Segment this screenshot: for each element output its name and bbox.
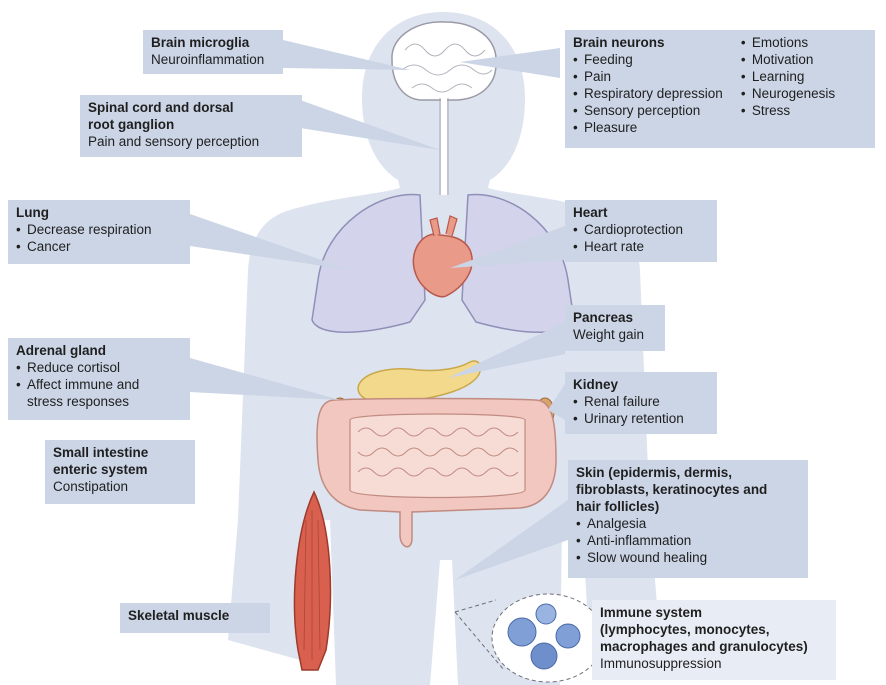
adrenal-gland-list: Reduce cortisol Affect immune and (16, 359, 182, 393)
skin-title-line1: Skin (epidermis, dermis, (576, 464, 800, 481)
list-item: Slow wound healing (576, 549, 800, 566)
heart-list: Cardioprotection Heart rate (573, 221, 709, 255)
heart-box: Heart Cardioprotection Heart rate (565, 200, 717, 262)
small-intestine-subtitle: Constipation (53, 478, 187, 495)
spinal-cord-box: Spinal cord and dorsal root ganglion Pai… (80, 95, 302, 157)
kidney-list: Renal failure Urinary retention (573, 393, 709, 427)
list-item: Feeding (573, 51, 723, 68)
brain-microglia-box: Brain microglia Neuroinflammation (143, 30, 283, 74)
immune-cell-2 (536, 604, 556, 624)
kidney-title: Kidney (573, 376, 709, 393)
brain-neurons-left-list: Feeding Pain Respiratory depression Sens… (573, 51, 723, 136)
skin-list: Analgesia Anti-inflammation Slow wound h… (576, 515, 800, 566)
list-item: Analgesia (576, 515, 800, 532)
list-item: Reduce cortisol (16, 359, 182, 376)
immune-cell-3 (556, 624, 580, 648)
pancreas-subtitle: Weight gain (573, 326, 657, 343)
skeletal-muscle-title: Skeletal muscle (128, 607, 262, 624)
lung-box: Lung Decrease respiration Cancer (8, 200, 190, 264)
small-intestine-box: Small intestine enteric system Constipat… (45, 440, 195, 504)
immune-system-title-line3: macrophages and granulocytes) (600, 638, 828, 655)
small-intestine-loops (350, 414, 525, 498)
spinal-cord-title-line2: root ganglion (88, 116, 294, 133)
immune-cell-1 (508, 618, 536, 646)
skin-title-line3: hair follicles) (576, 498, 800, 515)
list-item: Respiratory depression (573, 85, 723, 102)
list-item: Pleasure (573, 119, 723, 136)
immune-system-subtitle: Immunosuppression (600, 655, 828, 672)
lung-list: Decrease respiration Cancer (16, 221, 182, 255)
list-item: Learning (741, 68, 835, 85)
brain-microglia-title: Brain microglia (151, 34, 275, 51)
list-item: Cardioprotection (573, 221, 709, 238)
kidney-box: Kidney Renal failure Urinary retention (565, 372, 717, 434)
immune-cell-4 (531, 643, 557, 669)
list-item: Urinary retention (573, 410, 709, 427)
immune-system-box: Immune system (lymphocytes, monocytes, m… (592, 600, 836, 680)
list-item: Pain (573, 68, 723, 85)
list-item: Sensory perception (573, 102, 723, 119)
skin-title-line2: fibroblasts, keratinocytes and (576, 481, 800, 498)
list-item: Emotions (741, 34, 835, 51)
brain-microglia-subtitle: Neuroinflammation (151, 51, 275, 68)
small-intestine-title-line1: Small intestine (53, 444, 187, 461)
immune-system-title-line1: Immune system (600, 604, 828, 621)
list-item: Cancer (16, 238, 182, 255)
pancreas-title: Pancreas (573, 309, 657, 326)
skeletal-muscle-box: Skeletal muscle (120, 603, 270, 633)
heart-title: Heart (573, 204, 709, 221)
adrenal-gland-continuation: stress responses (16, 393, 182, 410)
spinal-cord-title-line1: Spinal cord and dorsal (88, 99, 294, 116)
brain-neurons-box: Brain neurons Feeding Pain Respiratory d… (565, 30, 875, 148)
skin-box: Skin (epidermis, dermis, fibroblasts, ke… (568, 460, 808, 578)
list-item: Renal failure (573, 393, 709, 410)
list-item: Affect immune and (16, 376, 182, 393)
adrenal-gland-box: Adrenal gland Reduce cortisol Affect imm… (8, 338, 190, 420)
brain-neurons-right-list: Emotions Motivation Learning Neurogenesi… (741, 34, 835, 136)
list-item: Stress (741, 102, 835, 119)
small-intestine-title-line2: enteric system (53, 461, 187, 478)
lung-title: Lung (16, 204, 182, 221)
list-item: Anti-inflammation (576, 532, 800, 549)
immune-system-title-line2: (lymphocytes, monocytes, (600, 621, 828, 638)
list-item: Decrease respiration (16, 221, 182, 238)
list-item: Heart rate (573, 238, 709, 255)
pancreas-box: Pancreas Weight gain (565, 305, 665, 351)
adrenal-gland-title: Adrenal gland (16, 342, 182, 359)
list-item: Motivation (741, 51, 835, 68)
spinal-cord-subtitle: Pain and sensory perception (88, 133, 294, 150)
list-item: Neurogenesis (741, 85, 835, 102)
